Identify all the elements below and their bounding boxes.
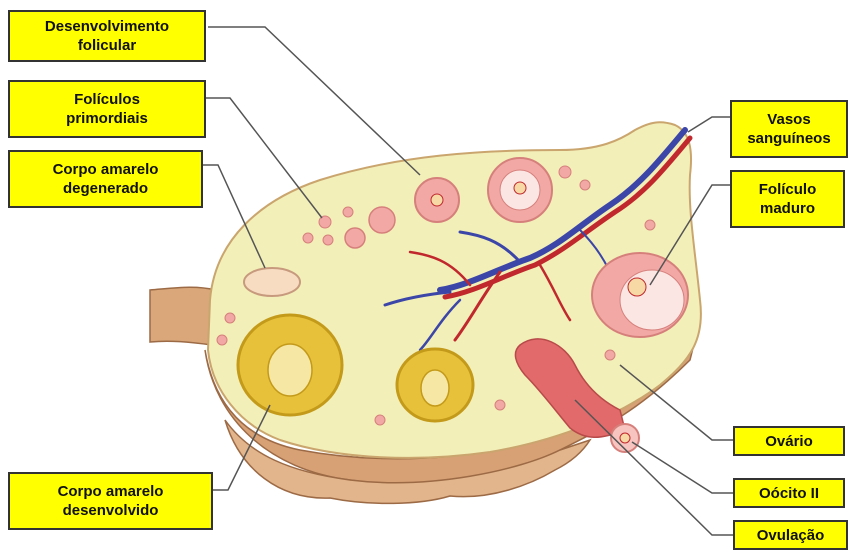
label-text-line2: folicular (45, 36, 169, 55)
mature-follicle-antrum (620, 270, 684, 330)
label-text-line1: Vasos (747, 110, 830, 129)
label-text: Ovário (765, 432, 813, 451)
leader-oocito-ii (632, 442, 733, 493)
primordial-follicle (605, 350, 615, 360)
developing-follicle-1-oocyte (431, 194, 443, 206)
label-ovulacao: Ovulação (733, 520, 848, 550)
primordial-follicle (217, 335, 227, 345)
label-text-line2: maduro (759, 199, 817, 218)
label-text-line1: Folículo (759, 180, 817, 199)
label-text-line1: Folículos (66, 90, 148, 109)
primordial-follicle (580, 180, 590, 190)
corpus-luteum-secondary-core (421, 370, 449, 406)
label-text-line2: desenvolvido (58, 501, 164, 520)
corpus-luteum-developed-core (268, 344, 312, 396)
label-foliculo-maduro: Folículo maduro (730, 170, 845, 228)
leader-desenvolvimento-folicular (208, 27, 420, 175)
label-vasos-sanguineos: Vasos sanguíneos (730, 100, 848, 158)
primordial-follicle (375, 415, 385, 425)
label-text-line2: sanguíneos (747, 129, 830, 148)
primordial-follicle (323, 235, 333, 245)
primordial-follicle (559, 166, 571, 178)
label-desenvolvimento-folicular: Desenvolvimento folicular (8, 10, 206, 62)
corpus-luteum-degenerate (244, 268, 300, 296)
ovarian-ligament (150, 287, 215, 345)
label-text-line1: Desenvolvimento (45, 17, 169, 36)
developing-follicle-3 (369, 207, 395, 233)
label-text-line2: degenerado (53, 179, 159, 198)
primordial-follicle (225, 313, 235, 323)
developing-follicle-4 (345, 228, 365, 248)
label-corpo-amarelo-degenerado: Corpo amarelo degenerado (8, 150, 203, 208)
label-ovario: Ovário (733, 426, 845, 456)
label-text-line1: Corpo amarelo (58, 482, 164, 501)
developing-follicle-2-oocyte (514, 182, 526, 194)
released-oocyte-nucleus (620, 433, 630, 443)
primordial-follicle (319, 216, 331, 228)
primordial-follicle (495, 400, 505, 410)
label-oocito-ii: Oócito II (733, 478, 845, 508)
label-text-line1: Corpo amarelo (53, 160, 159, 179)
primordial-follicle (343, 207, 353, 217)
label-foliculos-primordiais: Folículos primordiais (8, 80, 206, 138)
label-text: Ovulação (757, 526, 825, 545)
label-text: Oócito II (759, 484, 819, 503)
label-corpo-amarelo-desenvolvido: Corpo amarelo desenvolvido (8, 472, 213, 530)
primordial-follicle (303, 233, 313, 243)
leader-vasos-sanguineos (688, 117, 730, 132)
primordial-follicle (645, 220, 655, 230)
mature-follicle-oocyte (628, 278, 646, 296)
label-text-line2: primordiais (66, 109, 148, 128)
